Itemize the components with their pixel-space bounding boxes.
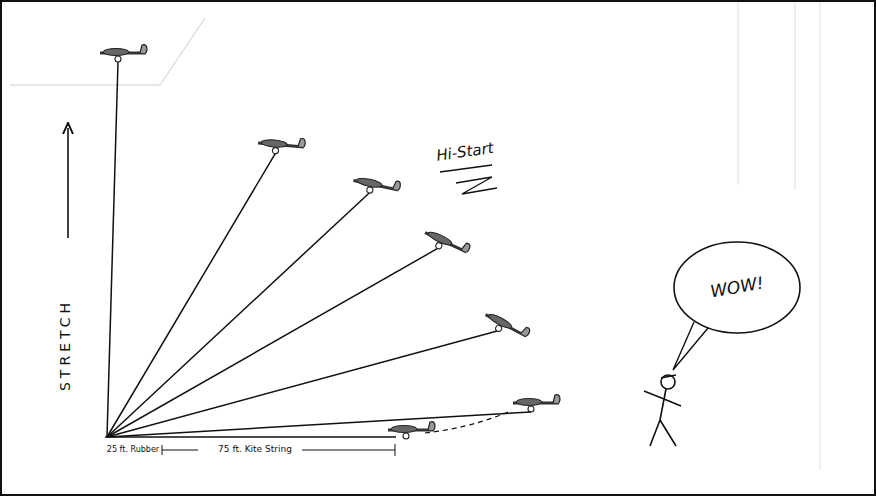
title-note: Hi-Start xyxy=(433,140,496,165)
kite-string-on-ground xyxy=(105,436,396,438)
dimension-label: 75 ft. Kite String xyxy=(216,445,294,455)
glider xyxy=(481,307,531,344)
glider xyxy=(100,45,147,62)
speech-tail xyxy=(673,322,708,370)
underline xyxy=(440,165,492,172)
tow-line xyxy=(107,193,369,437)
stretch-label: STRETCH xyxy=(58,297,73,393)
stretch-arrow xyxy=(67,128,69,238)
squiggle xyxy=(456,177,497,194)
tow-line xyxy=(107,331,497,437)
tow-line xyxy=(107,62,118,437)
glider xyxy=(388,422,435,439)
tow-line xyxy=(107,154,275,437)
page-edge xyxy=(820,2,821,470)
page-edge xyxy=(10,18,205,85)
glider xyxy=(352,172,402,199)
speech-bubble: WOW! xyxy=(672,240,802,335)
dimension-label: 25 ft. Rubber xyxy=(105,446,161,455)
dimension-line xyxy=(302,450,395,451)
page-edge xyxy=(738,2,739,185)
dimension-tick xyxy=(162,445,163,455)
glider xyxy=(257,135,305,156)
dimension-tick xyxy=(395,444,396,456)
stick-figure xyxy=(644,375,681,446)
page-edge xyxy=(795,2,796,190)
dimension-line xyxy=(162,450,198,451)
glider xyxy=(421,225,471,261)
tow-line xyxy=(107,412,531,437)
tow-line xyxy=(107,248,438,437)
glider xyxy=(513,395,560,412)
